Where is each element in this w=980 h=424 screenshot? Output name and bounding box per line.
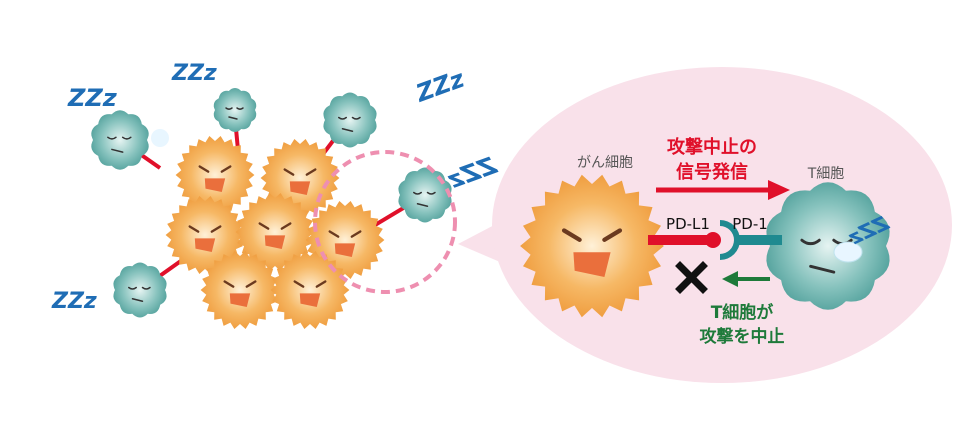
cancer-cell-large: [520, 174, 664, 318]
t-cell: [91, 110, 149, 170]
pd-1-label: PD-1: [732, 215, 768, 233]
sleep-zzz-1: ZZz: [67, 84, 118, 112]
pd-1-receptor: [720, 220, 740, 260]
t-cell: [113, 262, 167, 318]
signal-text-1: 攻撃中止の: [667, 136, 757, 158]
sleep-zzz-3: ZZz: [412, 64, 469, 108]
pd-l1-bar: [648, 235, 712, 245]
highlight-circle: [313, 150, 457, 294]
cancer-cell: [175, 136, 255, 214]
cancer-cell: [235, 193, 315, 271]
cancer-cell-label: がん細胞: [577, 155, 633, 171]
signal-text-2: 信号発信: [676, 161, 748, 183]
cancer-cell: [270, 251, 350, 329]
t-cell: [398, 167, 452, 223]
t-cell: [323, 92, 377, 148]
stop-text-2: 攻撃を中止: [700, 326, 785, 347]
t-cell: [213, 88, 257, 132]
stop-text-1: T細胞が: [711, 302, 774, 323]
sleep-zzz-2: ZZz: [171, 61, 217, 86]
pd-l1-ligand: [705, 232, 721, 248]
sleep-zzz-5: ZZz: [51, 289, 97, 314]
pd-1-bar: [736, 235, 782, 245]
x-mark-icon: [675, 261, 708, 294]
binding-detail: [648, 180, 790, 294]
cancer-cell: [200, 251, 280, 329]
t-cell-large: [766, 182, 890, 310]
sleep-breath-bubble: [833, 241, 863, 263]
cancer-cell: [165, 196, 245, 274]
pd-l1-label: PD-L1: [666, 215, 710, 233]
t-cell-label: T細胞: [807, 166, 845, 182]
sleep-breath-bubble: [151, 129, 169, 147]
sleep-zzz-4: ZZz: [444, 151, 501, 195]
